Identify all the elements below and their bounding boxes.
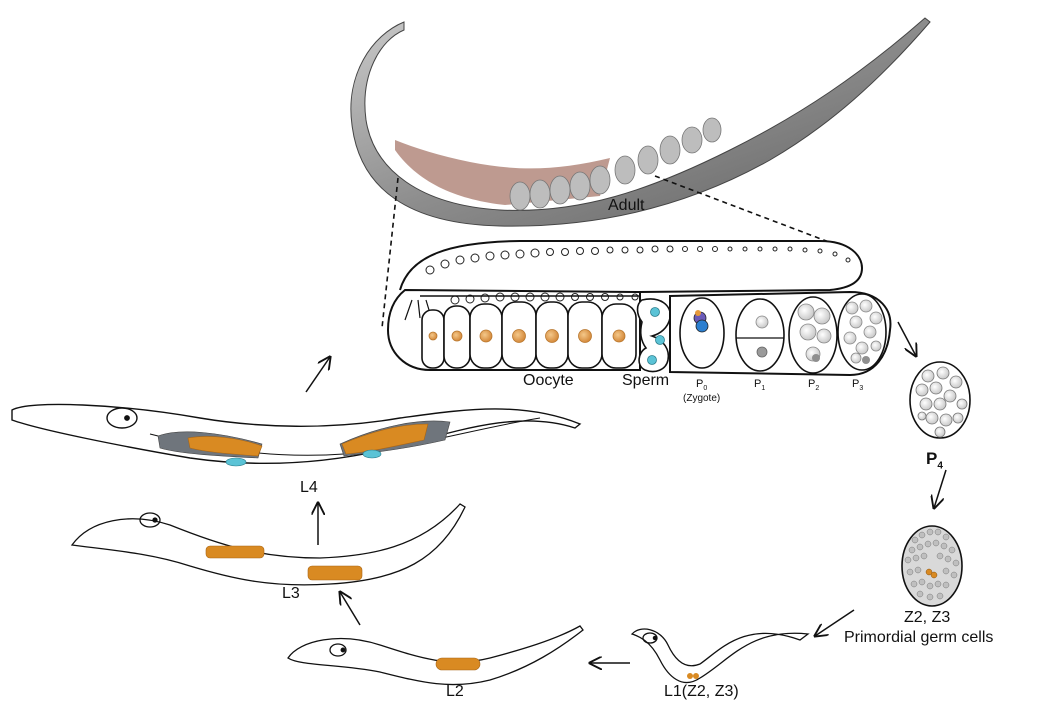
label-l3: L3 xyxy=(282,585,300,603)
label-oocyte: Oocyte xyxy=(523,372,574,390)
l3-germline-posterior xyxy=(308,566,362,580)
larva-l3 xyxy=(72,504,465,585)
label-sperm: Sperm xyxy=(622,372,669,390)
l4-germline-posterior xyxy=(340,421,450,458)
label-p1: P1 xyxy=(754,378,765,392)
label-p2-subscript: 2 xyxy=(815,385,819,392)
embryo-z2-z3 xyxy=(902,526,962,606)
label-l4: L4 xyxy=(300,479,318,497)
label-p1-subscript: 1 xyxy=(761,385,765,392)
larva-l2 xyxy=(288,626,583,685)
adult-worm xyxy=(351,18,930,226)
label-l2: L2 xyxy=(446,683,464,701)
zygote-germ-granule xyxy=(695,310,701,316)
zygote-p0 xyxy=(680,298,724,368)
label-adult: Adult xyxy=(608,197,644,215)
embryo-p4 xyxy=(910,362,970,438)
label-p0-subscript: 0 xyxy=(703,385,707,392)
embryo-p1 xyxy=(736,299,784,371)
label-p0: P0 xyxy=(696,378,707,392)
label-p3: P3 xyxy=(852,378,863,392)
label-l1: L1(Z2, Z3) xyxy=(664,683,739,701)
arrow-p3-to-p4 xyxy=(898,322,916,356)
larva-l1 xyxy=(632,629,808,682)
label-p4-subscript: 4 xyxy=(937,460,943,471)
l1-z3-cell xyxy=(693,673,699,679)
label-p4-letter: P xyxy=(926,449,937,468)
zoom-line-right xyxy=(655,176,850,250)
l1-z2-cell xyxy=(687,673,693,679)
larva-l4 xyxy=(12,404,580,463)
label-z2-z3: Z2, Z3 xyxy=(904,609,950,627)
zygote-pronucleus-2 xyxy=(696,320,708,332)
arrow-l4-to-adult xyxy=(306,357,330,392)
arrow-l2-to-l3 xyxy=(340,592,360,625)
arrow-p4-to-z2z3 xyxy=(934,470,946,508)
gonad-diagram xyxy=(388,241,890,375)
label-zygote: (Zygote) xyxy=(683,393,720,404)
label-primordial-germ-cells: Primordial germ cells xyxy=(844,629,993,647)
label-p4: P4 xyxy=(926,449,943,471)
l2-germline xyxy=(436,658,480,670)
label-p2: P2 xyxy=(808,378,819,392)
label-p3-subscript: 3 xyxy=(859,385,863,392)
l3-germline-anterior xyxy=(206,546,264,558)
